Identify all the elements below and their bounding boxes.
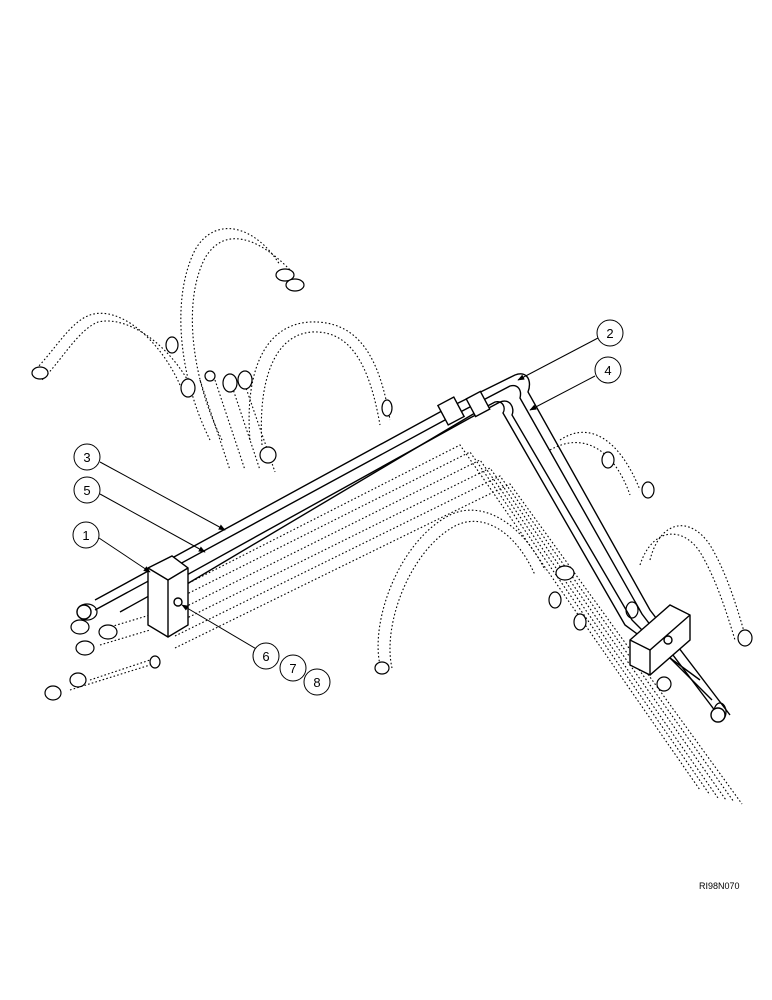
callout-2-label: 2 (606, 326, 613, 341)
callout-2: 2 (517, 319, 624, 381)
callout-5-label: 5 (83, 483, 90, 498)
callout-4-label: 4 (604, 363, 611, 378)
callout-6: 6 (181, 604, 280, 670)
callout-1-label: 1 (82, 528, 89, 543)
callout-3-label: 3 (83, 450, 90, 465)
callout-1: 1 (72, 521, 151, 573)
callout-8: 8 (303, 668, 331, 696)
figure-code: RI98N070 (699, 881, 740, 891)
clamp-block-right (629, 604, 691, 676)
callout-4: 4 (529, 356, 622, 411)
hydraulic-hoses (34, 228, 746, 805)
callout-7-label: 7 (289, 661, 296, 676)
callout-3: 3 (73, 443, 226, 531)
clamp-block-left (147, 555, 189, 638)
callout-5: 5 (73, 476, 206, 553)
callout-8-label: 8 (313, 675, 320, 690)
callout-7: 7 (279, 654, 307, 682)
rigid-tubes (76, 373, 731, 723)
callout-6-label: 6 (262, 649, 269, 664)
